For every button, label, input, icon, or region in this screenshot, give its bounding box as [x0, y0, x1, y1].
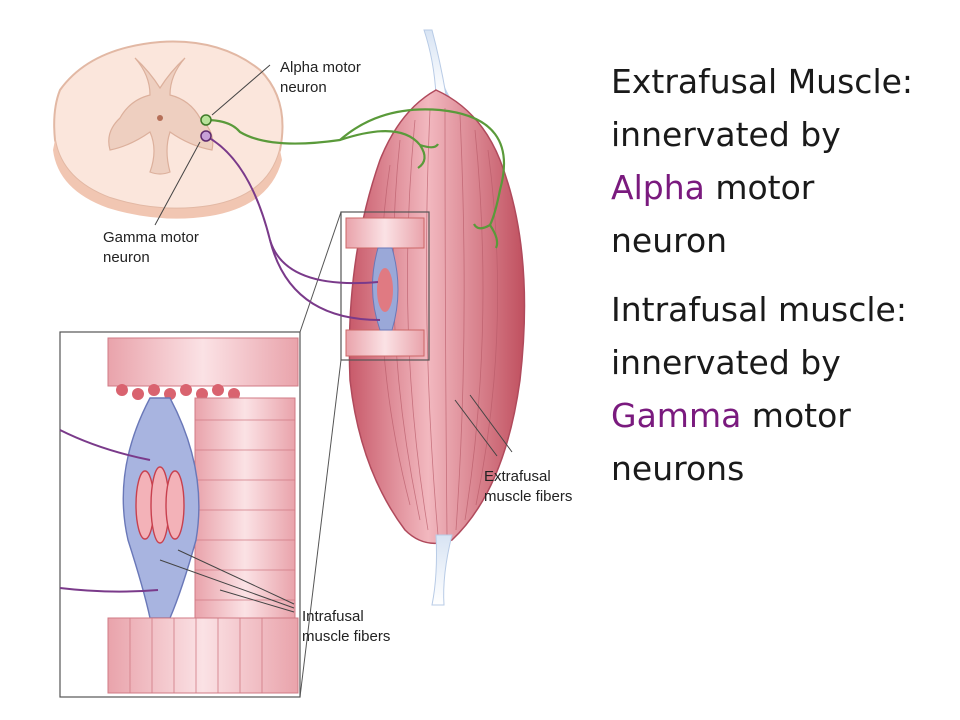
- intrafusal-fibers-label: Intrafusal muscle fibers: [302, 608, 391, 645]
- intrafusal-line-3-rest: motor: [741, 396, 851, 435]
- intrafusal-title: Intrafusal muscle:: [611, 290, 907, 329]
- extrafusal-line-3: Alpha motor: [611, 161, 951, 214]
- alpha-accent-word: Alpha: [611, 168, 705, 207]
- intrafusal-description: Intrafusal muscle: innervated by Gamma m…: [611, 283, 951, 495]
- gamma-motor-neuron-label: Gamma motor neuron: [103, 229, 199, 266]
- alpha-neuron-body: [200, 114, 212, 126]
- gamma-accent-word: Gamma: [611, 396, 742, 435]
- spinal-cord-section: [53, 40, 284, 219]
- extrafusal-muscle: [348, 29, 526, 606]
- extrafusal-line-4: neuron: [611, 221, 728, 260]
- zoom-lines: [299, 211, 342, 698]
- intrafusal-line-2: innervated by: [611, 343, 841, 382]
- extrafusal-fibers-label: Extrafusal muscle fibers: [484, 468, 573, 505]
- spindle-inset: [59, 331, 301, 698]
- alpha-motor-nerve: [205, 108, 505, 249]
- extrafusal-title: Extrafusal Muscle:: [611, 62, 914, 101]
- label-pointers: [154, 64, 513, 613]
- extrafusal-description: Extrafusal Muscle: innervated by Alpha m…: [611, 55, 951, 267]
- alpha-motor-neuron-label: Alpha motor neuron: [280, 59, 361, 96]
- intrafusal-line-4: neurons: [611, 449, 745, 488]
- spindle-detail-box: [340, 211, 430, 361]
- gamma-motor-nerve: [59, 135, 381, 593]
- extrafusal-line-3-rest: motor: [704, 168, 815, 207]
- gamma-neuron-body: [200, 130, 212, 142]
- intrafusal-line-3: Gamma motor: [611, 389, 951, 442]
- extrafusal-line-2: innervated by: [611, 115, 841, 154]
